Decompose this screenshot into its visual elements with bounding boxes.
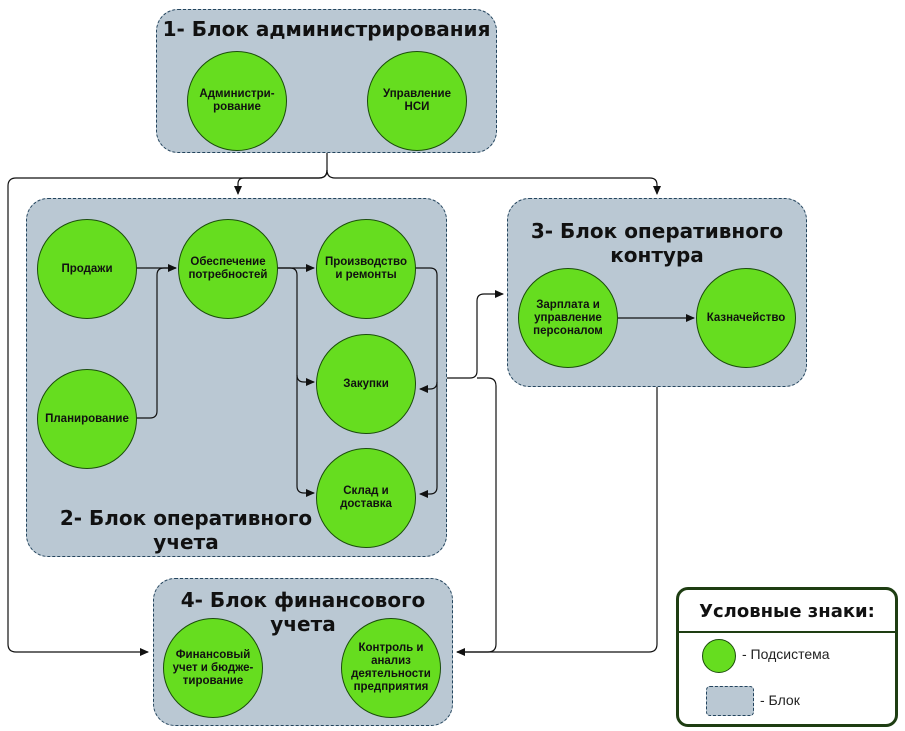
node-treasury: Казначейство <box>696 268 796 368</box>
block-operative-accounting-title: 2- Блок оперативного учета <box>59 506 313 554</box>
edge-operative-contour-to-financial <box>457 387 658 653</box>
node-control-analysis: Контроль и анализ деятельности предприят… <box>341 618 441 718</box>
edge-planning-to-needs <box>135 267 176 419</box>
legend-block-label: - Блок <box>760 692 800 708</box>
legend-title: Условные знаки: <box>699 601 875 622</box>
legend-divider <box>679 631 895 633</box>
node-nsi-management: Управление НСИ <box>367 51 467 151</box>
edge-production-to-warehouse <box>419 382 438 498</box>
legend: Условные знаки: - Подсистема - Блок <box>676 587 898 727</box>
legend-subsystem-swatch <box>702 639 736 673</box>
node-salary-personnel: Зарплата и управление персоналом <box>518 268 618 368</box>
node-planning: Планирование <box>37 369 137 469</box>
edge-operative-accounting-to-financial <box>456 377 497 656</box>
edge-admin-to-operative-contour <box>326 169 661 195</box>
edge-admin-to-operative-accounting <box>234 169 328 195</box>
edge-needs-to-warehouse <box>296 375 315 497</box>
node-financial-budgeting: Финансовый учет и бюдже- тирование <box>163 618 263 718</box>
block-operative-contour-title: 3- Блок оперативного контура <box>530 219 784 267</box>
node-administration: Администри- рование <box>187 51 287 151</box>
edge-production-to-purchases <box>414 267 438 393</box>
block-administration-title: 1- Блок администрирования <box>162 17 491 41</box>
node-needs-provision: Обеспечение потребностей <box>178 219 278 319</box>
legend-block-swatch <box>706 686 754 716</box>
node-sales: Продажи <box>37 219 137 319</box>
edge-needs-to-purchases <box>276 267 315 386</box>
legend-subsystem-label: - Подсистема <box>742 646 830 662</box>
node-production-repairs: Производство и ремонты <box>316 219 416 319</box>
node-warehouse-delivery: Склад и доставка <box>316 448 416 548</box>
node-purchases: Закупки <box>316 334 416 434</box>
edge-operative-accounting-to-contour <box>447 290 504 379</box>
block-financial-accounting-title: 4- Блок финансового учета <box>180 588 426 636</box>
